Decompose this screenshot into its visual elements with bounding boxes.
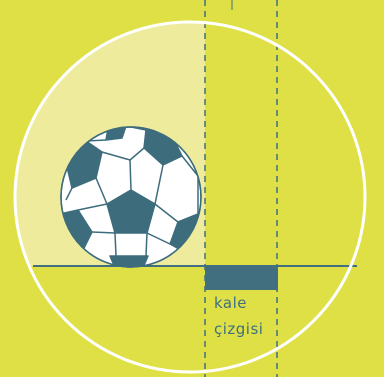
goal-line-label-line1: kale — [214, 296, 247, 311]
goal-line-bar — [205, 267, 278, 290]
goal-line-label-line2: çizgisi — [214, 322, 263, 337]
